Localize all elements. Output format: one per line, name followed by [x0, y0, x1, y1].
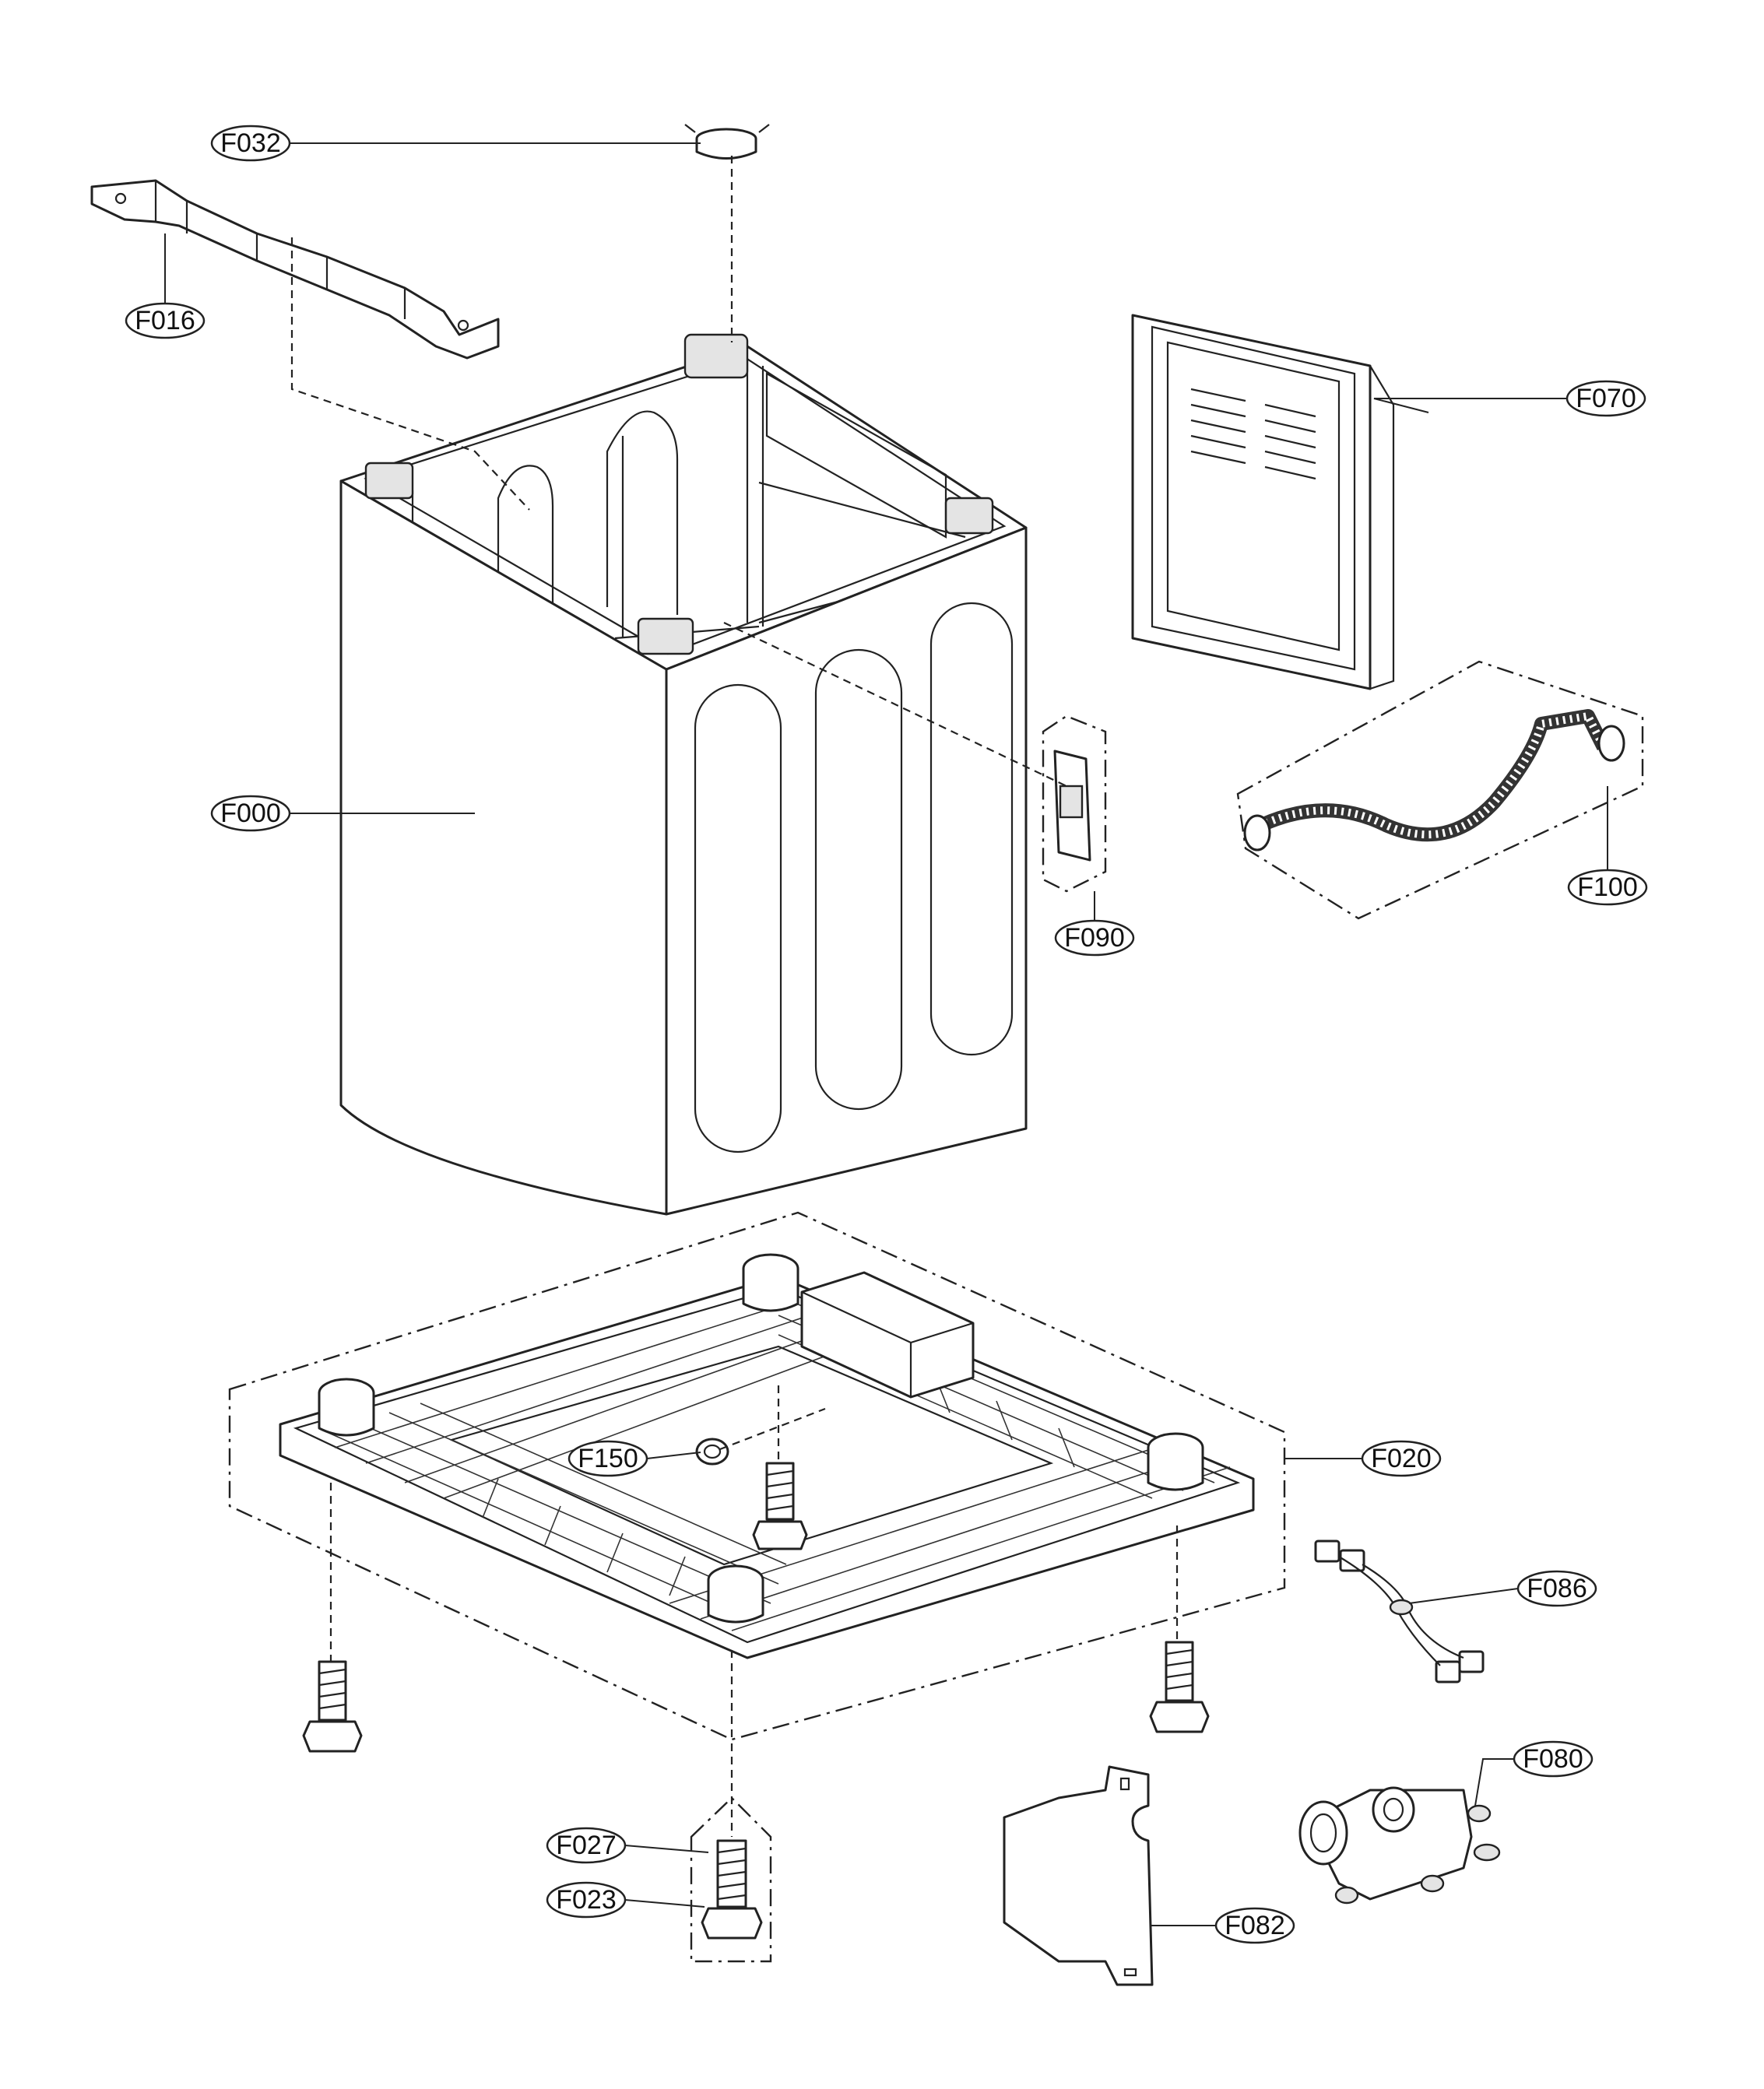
callout-label: F020 [1371, 1444, 1432, 1473]
callout-f016: F016 [125, 302, 206, 339]
callout-f027: F027 [546, 1827, 627, 1864]
callout-f020: F020 [1361, 1440, 1442, 1477]
corner-boss-left [318, 1378, 375, 1437]
leg-kit-part [701, 1839, 763, 1940]
callout-f100: F100 [1567, 869, 1648, 906]
switch-kit-border [1042, 714, 1107, 893]
callout-f086: F086 [1516, 1570, 1597, 1607]
rear-panel-part [1131, 314, 1395, 690]
callout-label: F090 [1064, 923, 1125, 953]
callout-f000: F000 [210, 795, 291, 832]
callout-label: F000 [220, 799, 281, 828]
callout-label: F016 [135, 306, 195, 335]
wire-harness-part [1314, 1540, 1485, 1683]
leg-kit-border [690, 1796, 772, 1963]
base-plug-part [695, 1438, 729, 1466]
callout-f032: F032 [210, 125, 291, 162]
callout-f070: F070 [1565, 380, 1646, 417]
corner-boss-right [1147, 1432, 1204, 1491]
leveling-leg-left [302, 1660, 363, 1753]
drain-hose-part [1243, 709, 1625, 851]
leveling-leg-center [752, 1462, 808, 1550]
callout-label: F027 [556, 1831, 617, 1860]
top-rail-part [90, 179, 500, 360]
clamp-part [684, 124, 770, 160]
corner-boss-front [707, 1564, 764, 1624]
vent-slots [1190, 388, 1316, 480]
callout-f023: F023 [546, 1881, 627, 1919]
callout-label: F100 [1577, 872, 1638, 902]
callout-label: F032 [220, 128, 281, 158]
callout-label: F082 [1225, 1911, 1285, 1940]
drain-pump-part [1298, 1786, 1501, 1905]
switch-part [1053, 750, 1091, 862]
bracket-part [1003, 1765, 1154, 1986]
base-frame-kit-border [228, 1211, 1286, 1741]
cabinet-part [339, 333, 1028, 1216]
callout-f090: F090 [1054, 919, 1135, 957]
callout-f150: F150 [568, 1440, 648, 1477]
callout-label: F023 [556, 1885, 617, 1915]
callout-label: F150 [578, 1444, 638, 1473]
corner-boss-back [742, 1253, 799, 1312]
callout-f080: F080 [1513, 1740, 1594, 1778]
callout-label: F070 [1576, 384, 1636, 413]
leveling-leg-right [1149, 1641, 1210, 1733]
callout-f082: F082 [1214, 1907, 1295, 1944]
callout-label: F080 [1523, 1744, 1583, 1774]
drain-hose-kit-border [1236, 660, 1644, 920]
callout-label: F086 [1527, 1574, 1587, 1603]
